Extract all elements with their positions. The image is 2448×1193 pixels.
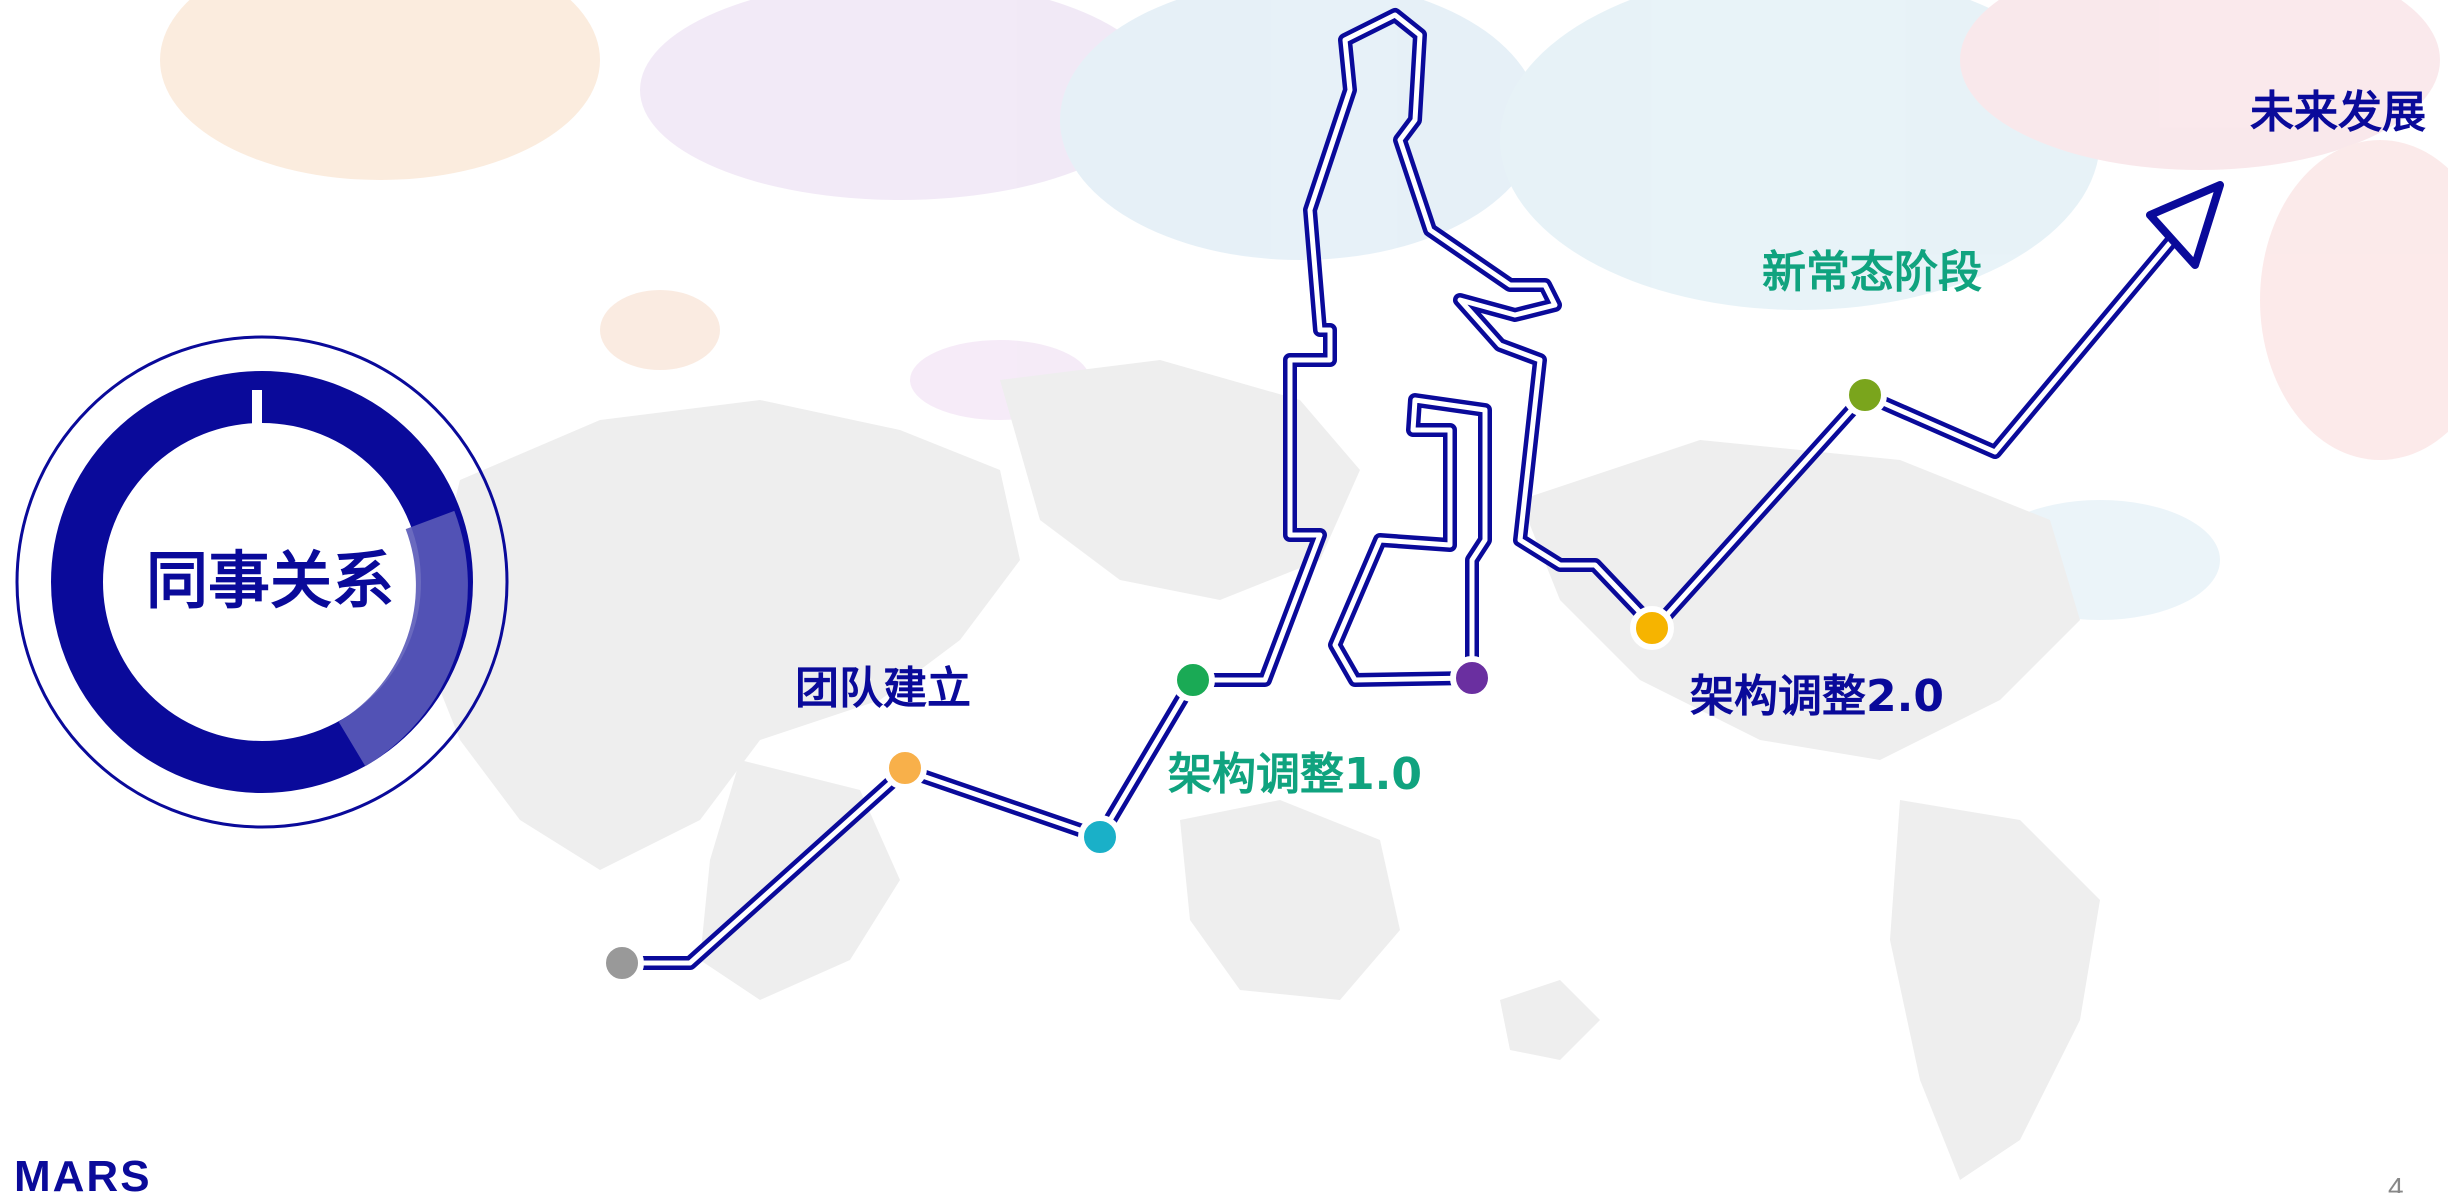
- page-number: 4: [2388, 1172, 2404, 1193]
- section-title: 同事关系: [145, 544, 394, 617]
- dot-arch2: [1630, 606, 1674, 650]
- milestone-label-normal: 新常态阶段: [1762, 247, 1982, 298]
- dot-arch1: [1171, 658, 1215, 702]
- dot-normal: [1843, 373, 1887, 417]
- world-map: [420, 360, 2100, 1180]
- milestone-label-arch1: 架构调整1.0: [1168, 749, 1422, 800]
- dot-dip: [1078, 815, 1122, 859]
- path-line: [615, 8, 2217, 970]
- milestone-label-team: 团队建立: [795, 663, 971, 714]
- dot-seat: [1450, 656, 1494, 700]
- milestone-label-arch2: 架构调整2.0: [1690, 671, 1944, 722]
- arrow-head: [2146, 181, 2224, 269]
- milestone-dots: [600, 373, 1887, 985]
- mars-logo: MARS: [14, 1152, 152, 1193]
- milestone-label-future: 未来发展: [2250, 87, 2426, 138]
- dot-start: [600, 941, 644, 985]
- dot-team: [883, 746, 927, 790]
- badge-outer-ring: [15, 335, 509, 829]
